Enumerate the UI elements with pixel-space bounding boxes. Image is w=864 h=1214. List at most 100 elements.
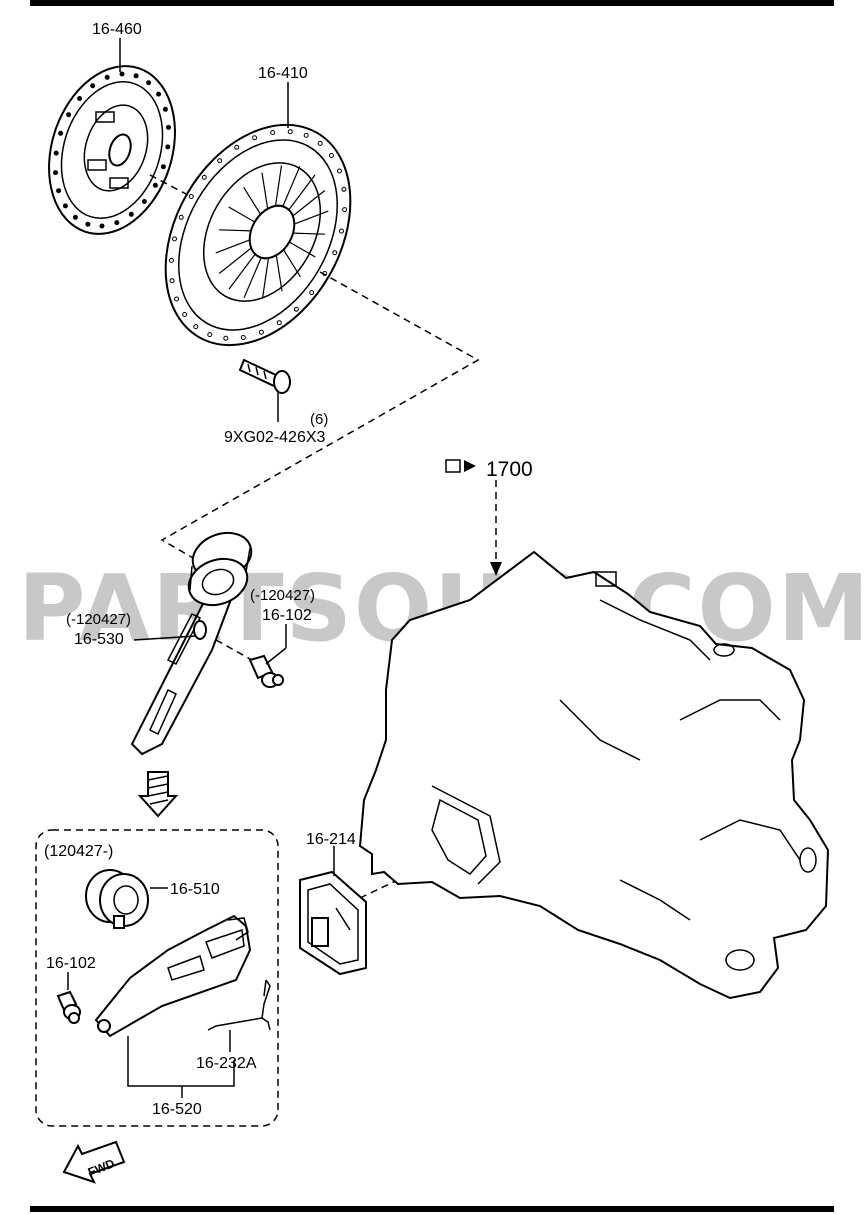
pivot-bolt[interactable] (56, 990, 81, 1024)
diaphragm-finger (261, 172, 269, 209)
label-fork-old-date: (-120427) (66, 611, 131, 628)
diaphragm-finger (282, 166, 301, 207)
cover-hole (223, 335, 229, 341)
disc-rivet (162, 106, 168, 112)
cover-hole (270, 130, 276, 135)
cover-hole (317, 140, 323, 146)
disc-rivet (160, 164, 166, 170)
cover-hole (287, 129, 293, 135)
disc-rivet (53, 170, 58, 176)
disc-rivet (99, 223, 105, 229)
label-new-group-date: (120427-) (44, 843, 113, 860)
diaphragm-finger (274, 165, 283, 207)
assembly-line-pivot (215, 639, 253, 661)
disc-rivet (66, 112, 72, 118)
cover-hole (207, 332, 213, 338)
disc-rivet (165, 144, 171, 150)
label-pivot-new[interactable]: 16-102 (46, 955, 96, 972)
diaphragm-finger (228, 253, 256, 290)
cover-hole (188, 194, 194, 199)
disc-rivet (119, 71, 125, 77)
cover-hole (193, 324, 199, 330)
cover-hole (172, 236, 177, 242)
disc-rivet (90, 83, 96, 89)
diaphragm-finger (243, 257, 262, 298)
diaphragm-finger (289, 241, 316, 258)
disc-rivet (62, 203, 68, 209)
cover-hole (168, 257, 174, 263)
label-pivot-old[interactable]: 16-102 (262, 607, 312, 624)
cover-hole (182, 312, 188, 317)
diaphragm-finger (275, 255, 283, 292)
spring-clip[interactable] (207, 979, 271, 1031)
label-release-bearing[interactable]: 16-510 (170, 881, 220, 898)
disc-rivet (72, 214, 78, 220)
leader-pivot-old-b (265, 647, 287, 665)
cover-hole (339, 228, 344, 234)
cover-hole (303, 132, 309, 138)
cover-hole (234, 144, 240, 150)
disc-rivet (166, 124, 171, 130)
disc-rivet (77, 96, 83, 101)
label-spring-clip[interactable]: 16-232A (196, 1055, 257, 1072)
release-fork[interactable] (94, 914, 252, 1038)
bottom-border (30, 1206, 834, 1212)
diaphragm-finger (243, 186, 262, 215)
cover-hole (293, 306, 299, 312)
diaphragm-finger (215, 239, 250, 254)
cover-hole (178, 214, 184, 220)
release-fork-old[interactable] (130, 580, 238, 756)
disc-rivet (146, 80, 152, 86)
transaxle-housing[interactable] (358, 550, 830, 1000)
diaphragm-finger (218, 229, 251, 232)
pivot-bolt-old[interactable] (248, 654, 284, 688)
disc-rivet (56, 188, 62, 194)
new-parts-group (35, 829, 279, 1127)
clutch-disc[interactable] (28, 50, 195, 251)
cover-hole (217, 158, 223, 164)
cover-bolt[interactable] (238, 358, 291, 394)
disc-rivet (133, 73, 139, 79)
label-clutch-cover[interactable]: 16-410 (258, 65, 308, 82)
release-fork-boot[interactable] (299, 870, 367, 976)
leader-16-520-bracket (127, 1036, 235, 1087)
label-release-fork[interactable]: 16-520 (152, 1101, 202, 1118)
label-clutch-disc[interactable]: 16-460 (92, 21, 142, 38)
cover-hole (174, 296, 180, 302)
cover-hole (342, 207, 348, 213)
label-fork-old[interactable]: 16-530 (74, 631, 124, 648)
cover-hole (201, 174, 207, 180)
diaphragm-finger (292, 190, 326, 217)
release-bearing-old[interactable] (182, 525, 257, 613)
diaphragm-finger (282, 249, 301, 278)
disc-rivet (114, 220, 120, 226)
label-bolt-qty: (6) (310, 411, 328, 428)
cover-hole (276, 320, 282, 326)
cover-hole (309, 290, 315, 296)
reference-icon[interactable] (445, 459, 476, 473)
label-boot[interactable]: 16-214 (306, 831, 356, 848)
disc-rivet (104, 74, 110, 80)
assembly-line-cover (160, 271, 480, 563)
disc-rivet (152, 182, 158, 188)
release-bearing[interactable] (85, 869, 149, 929)
cover-hole (341, 186, 347, 192)
label-transaxle-ref[interactable]: 1700 (486, 458, 533, 481)
top-border (30, 0, 834, 6)
diaphragm-finger (261, 257, 270, 299)
cover-hole (336, 168, 342, 174)
cover-hole (328, 153, 334, 158)
cover-hole (240, 335, 246, 340)
transaxle-arrowhead (490, 562, 502, 576)
down-arrow (137, 771, 179, 818)
diaphragm-finger (293, 232, 326, 235)
label-bolt-part[interactable]: 9XG02-426X3 (224, 429, 326, 446)
clutch-cover[interactable] (128, 92, 388, 378)
leader-fork-old (133, 635, 197, 641)
assembly-line-disc (149, 174, 191, 197)
disc-rivet (128, 211, 134, 217)
disc-rivet (53, 150, 59, 156)
label-pivot-old-date: (-120427) (250, 587, 315, 604)
diaphragm-finger (294, 210, 329, 225)
